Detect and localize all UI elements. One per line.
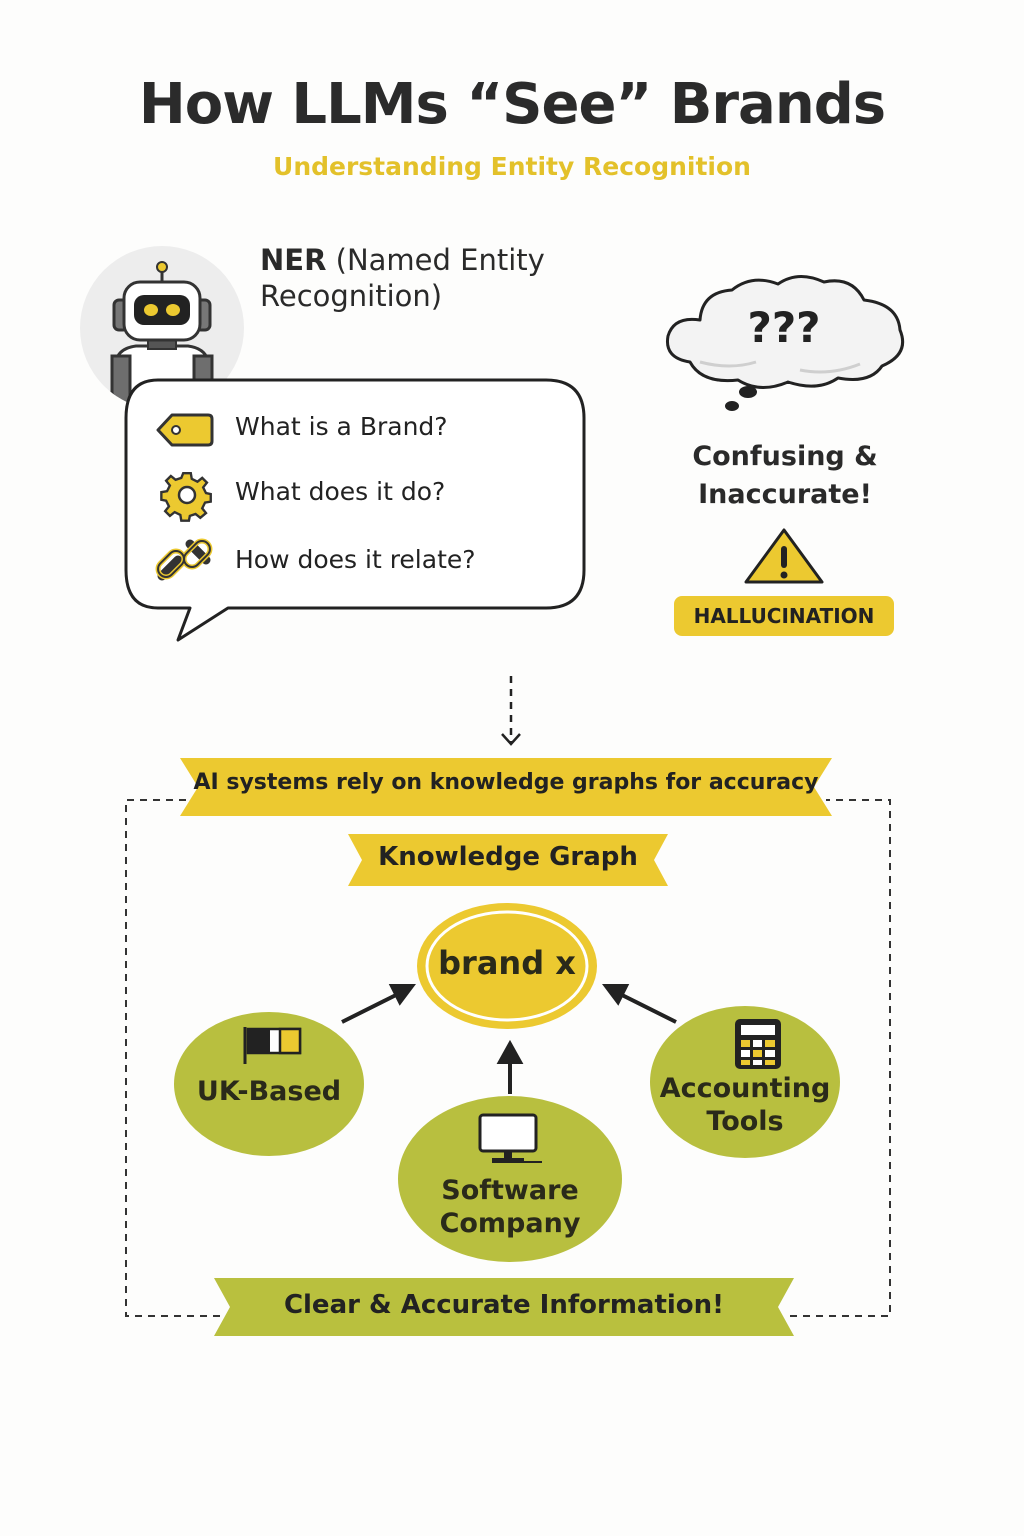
accounting-tools-label: Accounting Tools (648, 1072, 842, 1138)
accounting-tools-label-line2: Tools (706, 1106, 784, 1137)
software-company-node (398, 1096, 622, 1262)
software-company-label: Software Company (396, 1174, 624, 1240)
clear-info-text: Clear & Accurate Information! (283, 1290, 725, 1320)
ner-acronym: NER (260, 243, 327, 277)
tag-icon (156, 413, 214, 447)
brand-node-shape (417, 903, 597, 1029)
robot-icon (80, 246, 244, 410)
confusion-text: Confusing & Inaccurate! (665, 438, 905, 514)
accuracy-ribbon-text: AI systems rely on knowledge graphs for … (193, 770, 819, 795)
software-company-label-line2: Company (439, 1208, 581, 1239)
hallucination-badge: HALLUCINATION (674, 596, 894, 636)
question-relation: How does it relate? (235, 545, 476, 574)
accounting-tools-node (650, 1006, 840, 1158)
cloud-question-marks: ??? (747, 303, 820, 352)
flag-icon (243, 1027, 302, 1064)
accounting-tools-label-line1: Accounting (659, 1073, 831, 1104)
question-function: What does it do? (235, 477, 446, 506)
clear-info-ribbon (214, 1278, 794, 1336)
confusion-line1: Confusing & (692, 441, 878, 472)
confusion-line2: Inaccurate! (698, 479, 872, 510)
warning-icon (744, 528, 824, 584)
thought-cloud: ??? (665, 275, 905, 411)
brand-node-label: brand x (438, 944, 576, 982)
gear-icon (160, 471, 212, 522)
monitor-icon (478, 1113, 542, 1163)
uk-based-label: UK-Based (196, 1076, 342, 1107)
page-subtitle: Understanding Entity Recognition (273, 152, 751, 181)
ner-label: NER (Named Entity Recognition) (260, 242, 545, 314)
question-brand: What is a Brand? (235, 412, 448, 441)
calculator-icon (735, 1019, 781, 1069)
dashed-down-arrow (501, 676, 521, 746)
knowledge-graph-label-ribbon (348, 834, 668, 886)
uk-based-node (174, 1012, 364, 1156)
page-title: How LLMs “See” Brands (138, 72, 886, 137)
knowledge-graph-label: Knowledge Graph (378, 842, 638, 872)
chain-link-icon (155, 538, 213, 581)
speech-bubble (124, 378, 586, 642)
software-company-label-line1: Software (441, 1175, 579, 1206)
ner-expansion-line2: Recognition) (260, 279, 443, 313)
accuracy-ribbon (180, 758, 832, 816)
ner-expansion-line1: (Named Entity (335, 243, 545, 277)
